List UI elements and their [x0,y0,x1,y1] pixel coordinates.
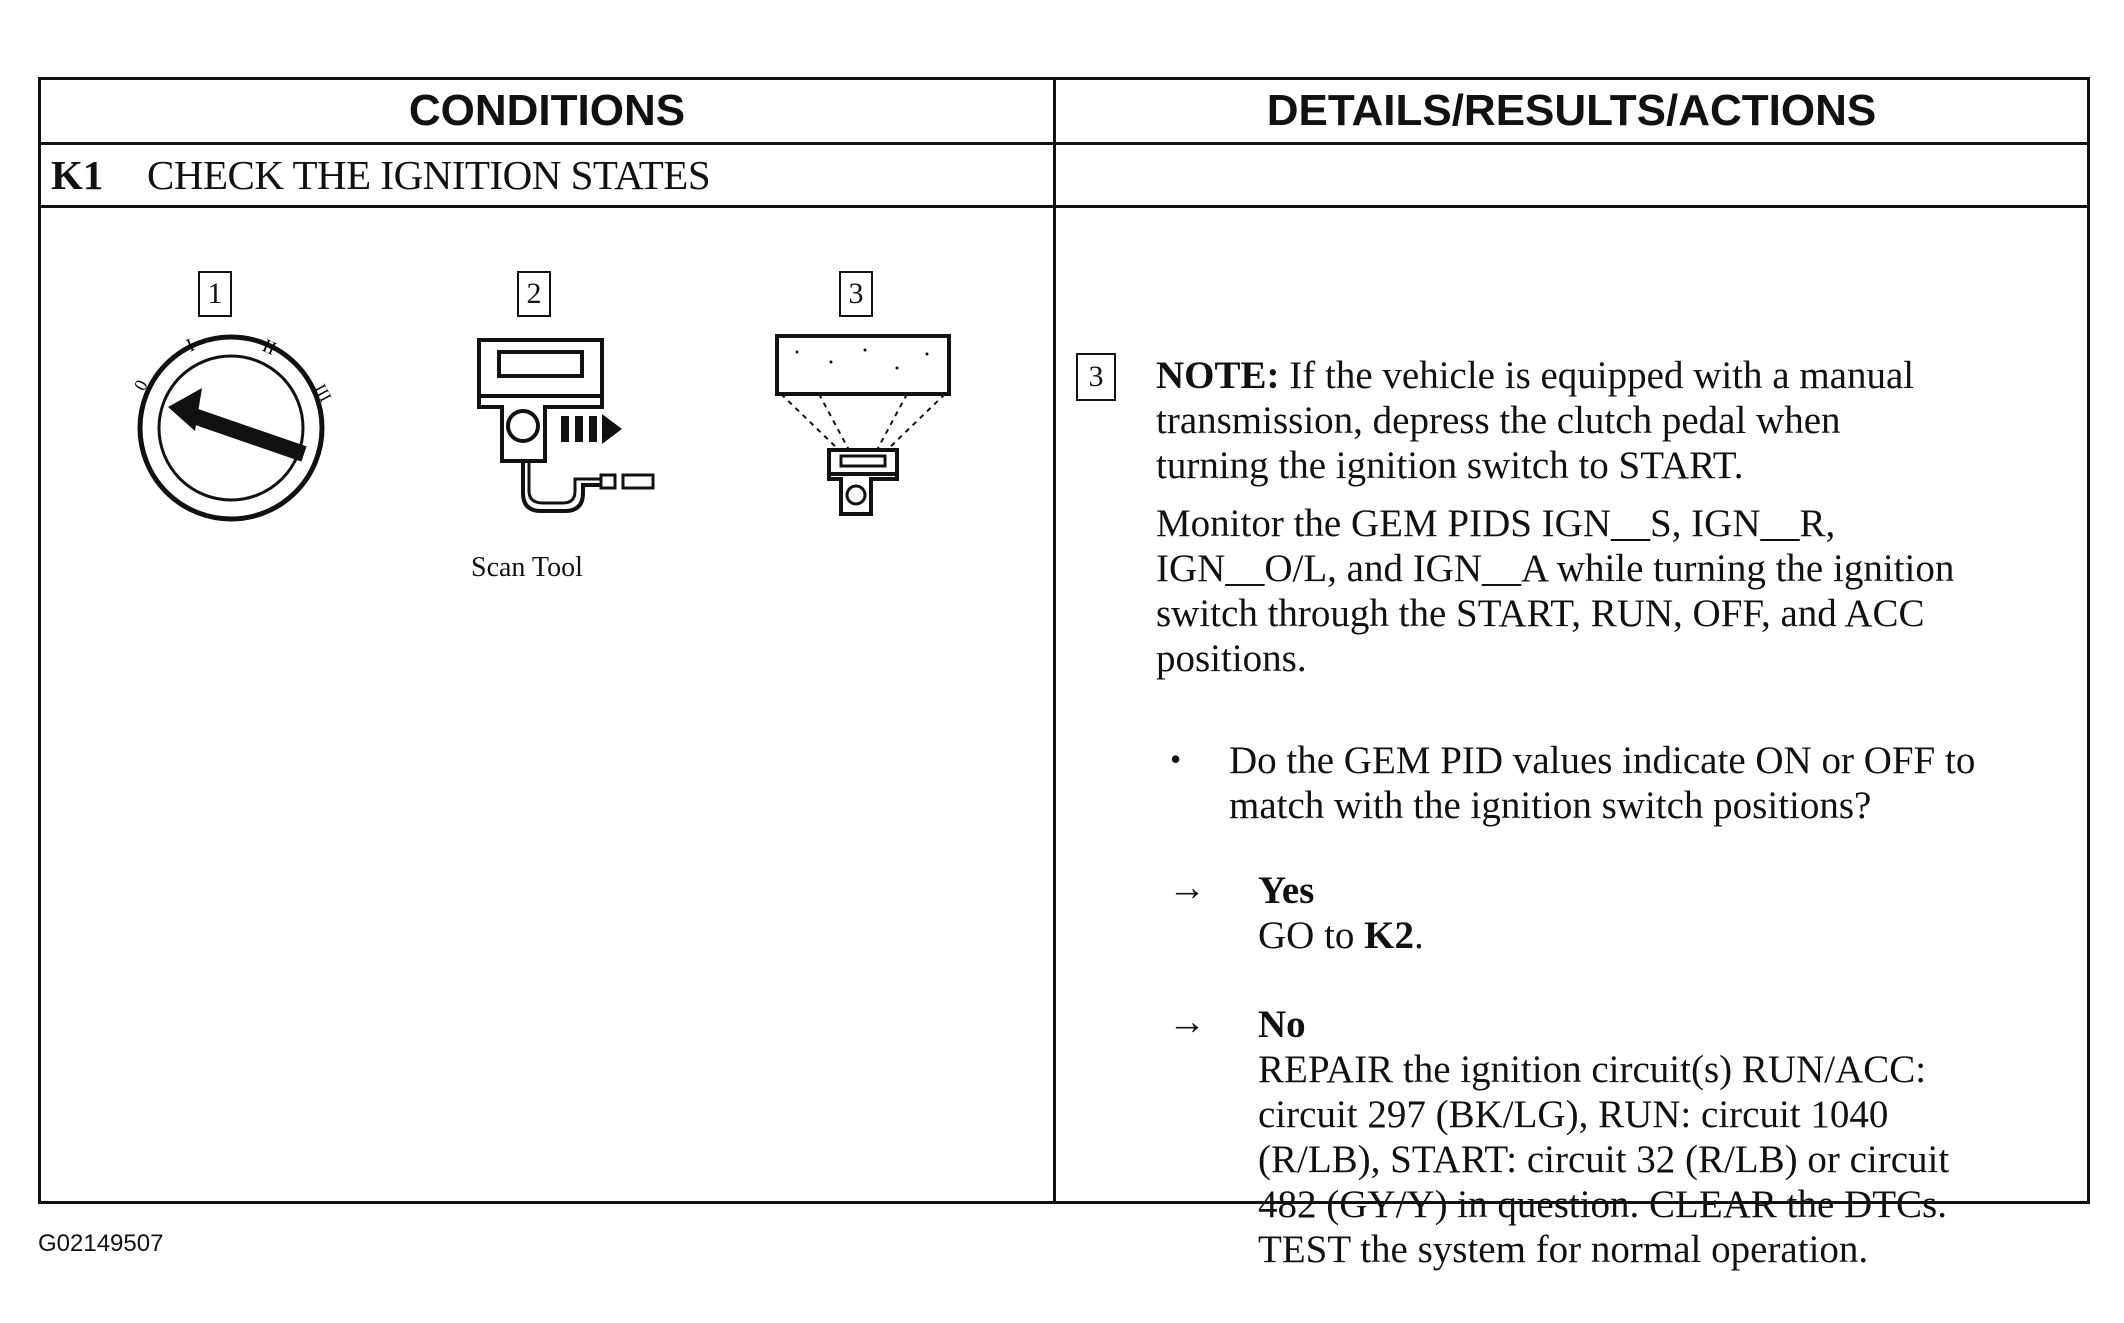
details-header: DETAILS/RESULTS/ACTIONS [1266,86,1877,135]
step-row: K1 CHECK THE IGNITION STATES [41,145,2087,205]
note-line-2: transmission, depress the clutch pedal w… [1156,399,1841,442]
yes-block: Yes GO to K2. [1258,868,2078,958]
yes-label: Yes [1258,869,1315,912]
illustration-box-1: 1 [198,271,232,317]
yes-action-target: K2 [1364,914,1415,957]
no-line-1: REPAIR the ignition circuit(s) RUN/ACC: [1258,1048,1927,1091]
note-line-3: turning the ignition switch to START. [1156,444,1744,487]
diagnostic-table: CONDITIONS DETAILS/RESULTS/ACTIONS K1 CH… [38,77,2090,1271]
question-line-1: Do the GEM PID values indicate ON or OFF… [1229,739,1976,782]
figure-code: G02149507 [38,1230,164,1257]
header-divider [41,142,2087,145]
monitor-display-icon [775,334,951,516]
monitor-line-4: positions. [1156,637,1307,680]
note-label: NOTE: [1156,354,1280,397]
illustration-box-3: 3 [839,271,873,317]
no-line-4: 482 (GY/Y) in question. CLEAR the DTCs. [1258,1183,1947,1226]
ignition-mark-0: 0 [130,377,152,394]
conditions-header: CONDITIONS [408,86,686,135]
step-divider [41,205,2087,208]
question-line-2: match with the ignition switch positions… [1229,784,1872,827]
details-column: 3 NOTE: If the vehicle is equipped with … [1056,208,2089,1271]
column-divider [1053,80,1056,1201]
ignition-switch-icon: 0 I II III [130,334,335,522]
yes-arrow-icon: → [1168,867,1206,909]
ignition-mark-3: III [310,381,335,405]
note-line-1: If the vehicle is equipped with a manual [1289,354,1915,397]
scan-tool-caption: Scan Tool [471,552,583,583]
no-line-2: circuit 297 (BK/LG), RUN: circuit 1040 [1258,1093,1889,1136]
yes-action-prefix: GO to [1258,914,1365,957]
details-box-3: 3 [1076,353,1116,401]
scan-tool-icon [477,338,655,513]
no-arrow-icon: → [1168,1001,1206,1043]
illustration-box-2: 2 [517,271,551,317]
monitor-line-2: IGN__O/L, and IGN__A while turning the i… [1156,547,1955,590]
bullet-dot: • [1170,741,1182,777]
yes-action-suffix: . [1414,914,1424,957]
note-block: NOTE: If the vehicle is equipped with a … [1156,353,2076,488]
monitor-line-1: Monitor the GEM PIDS IGN__S, IGN__R, [1156,502,1836,545]
monitor-block: Monitor the GEM PIDS IGN__S, IGN__R, IGN… [1156,501,2076,681]
no-block: No REPAIR the ignition circuit(s) RUN/AC… [1258,1002,2078,1272]
step-id: K1 [51,152,104,198]
question-block: Do the GEM PID values indicate ON or OFF… [1229,738,2089,828]
no-line-3: (R/LB), START: circuit 32 (R/LB) or circ… [1258,1138,1950,1181]
no-label: No [1258,1003,1306,1046]
step-title: CHECK THE IGNITION STATES [147,152,711,198]
monitor-line-3: switch through the START, RUN, OFF, and … [1156,592,1925,635]
no-line-5: TEST the system for normal operation. [1258,1228,1869,1271]
